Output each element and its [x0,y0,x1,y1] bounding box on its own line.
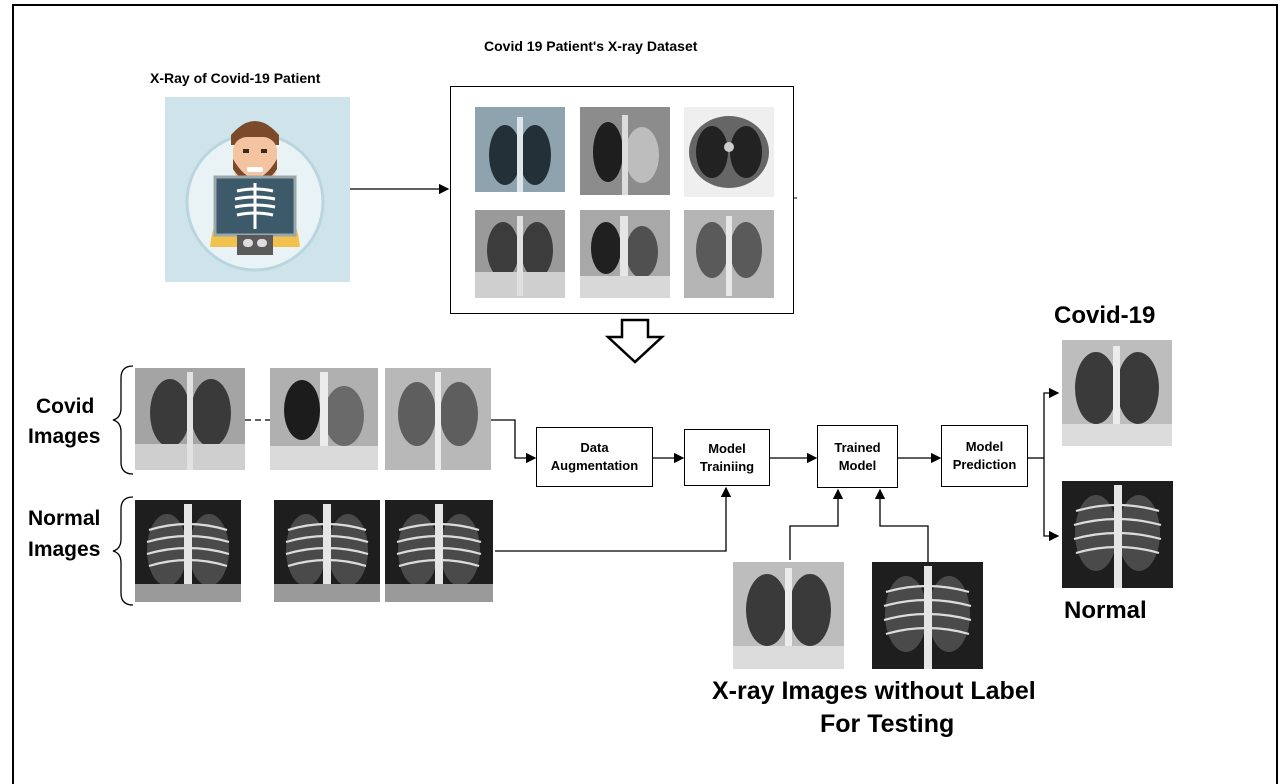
normal-train-xray-3 [385,500,493,602]
normal-group-label-2: Images [28,538,100,562]
testing-caption-line2: For Testing [820,710,954,739]
trained-model-box: Trained Model [817,425,898,488]
normal-group-label-1: Normal [28,507,100,531]
covid-train-xray-1 [135,368,245,470]
normal-train-xray-2 [274,500,380,602]
normal-train-xray-1 [135,500,241,602]
testing-caption-line1: X-ray Images without Label [712,677,1036,706]
output-covid-label: Covid-19 [1054,302,1155,330]
test-xray-2 [872,562,983,669]
output-normal-label: Normal [1064,597,1147,625]
covid-group-label-2: Images [28,425,100,449]
output-covid-xray [1062,340,1172,446]
output-normal-xray [1062,481,1173,588]
model-prediction-box: Model Prediction [941,425,1028,487]
model-training-box: Model Trainiing [684,429,770,486]
covid-train-xray-3 [385,368,491,470]
covid-group-label-1: Covid [36,395,94,419]
data-augmentation-box: Data Augmentation [536,427,653,487]
test-xray-1 [733,562,844,669]
covid-train-xray-2 [270,368,378,470]
